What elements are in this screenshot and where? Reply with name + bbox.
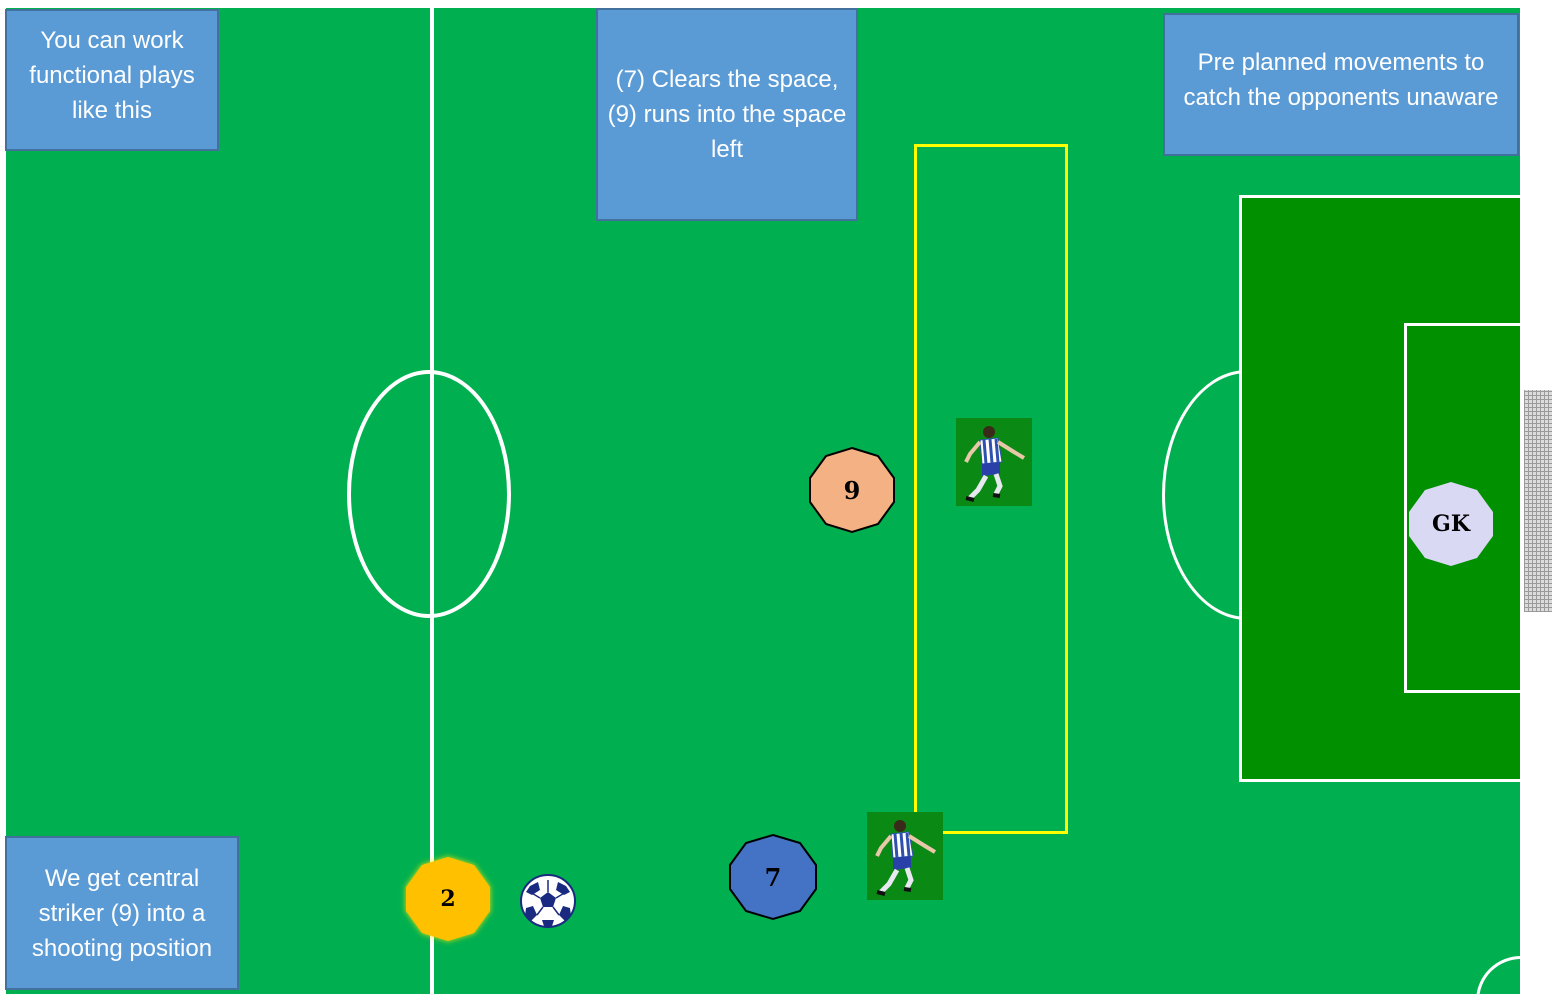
note-functional-plays[interactable]: You can work functional plays like this bbox=[5, 9, 219, 151]
note-functional-plays-text: You can work functional plays like this bbox=[29, 26, 195, 124]
note-preplanned-movements-text: Pre planned movements to catch the oppon… bbox=[1183, 48, 1499, 111]
center-circle bbox=[347, 370, 511, 618]
token-shape bbox=[729, 833, 817, 921]
note-preplanned-movements[interactable]: Pre planned movements to catch the oppon… bbox=[1163, 13, 1519, 156]
note-shooting-position-text: We get central striker (9) into a shooti… bbox=[31, 864, 213, 962]
player-icon[interactable] bbox=[956, 418, 1032, 506]
goal-net bbox=[1524, 390, 1552, 612]
note-shooting-position[interactable]: We get central striker (9) into a shooti… bbox=[5, 836, 239, 990]
player-icon[interactable] bbox=[867, 812, 943, 900]
player-token-2[interactable]: 2 bbox=[402, 854, 494, 944]
player-token-7[interactable]: 7 bbox=[726, 833, 820, 921]
player-token-label: 2 bbox=[440, 886, 456, 912]
player-token-label: GK bbox=[1432, 511, 1470, 537]
token-shape bbox=[1409, 482, 1493, 566]
player-token-label: 9 bbox=[843, 475, 861, 505]
football-icon[interactable] bbox=[520, 874, 576, 928]
player-token-label: 7 bbox=[764, 862, 782, 892]
token-shape bbox=[809, 446, 895, 534]
player-token-9[interactable]: 9 bbox=[806, 446, 898, 534]
note-clears-space-text: (7) Clears the space, (9) runs into the … bbox=[607, 66, 847, 163]
corner-arc bbox=[1476, 956, 1520, 994]
target-space-zone[interactable] bbox=[914, 144, 1068, 834]
goalkeeper-token[interactable]: GK bbox=[1405, 480, 1497, 568]
token-shape bbox=[406, 857, 490, 941]
note-clears-space[interactable]: (7) Clears the space, (9) runs into the … bbox=[596, 8, 858, 221]
